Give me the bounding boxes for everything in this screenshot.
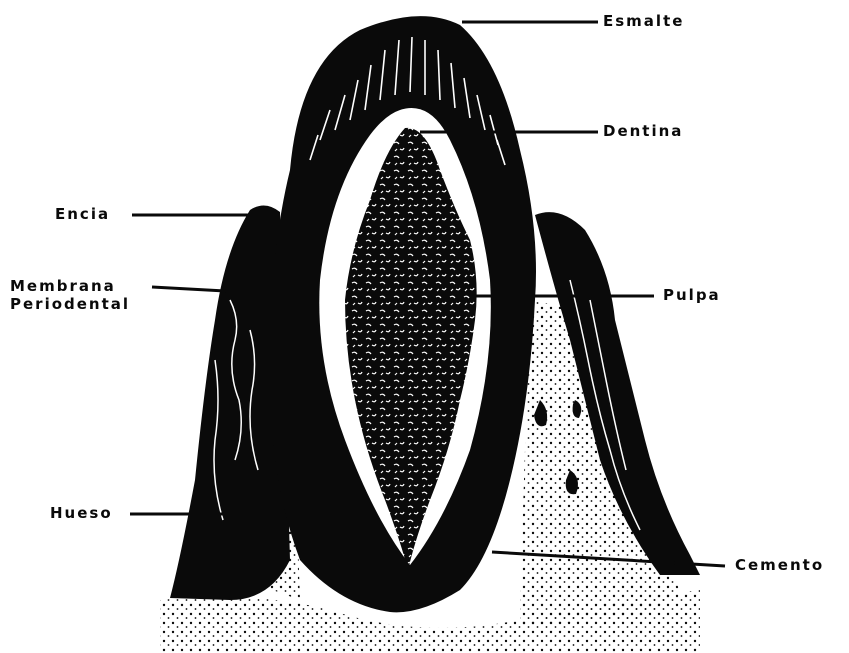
label-periodental: Periodental xyxy=(10,296,130,313)
label-dentina: Dentina xyxy=(603,123,683,140)
label-membrana: Membrana xyxy=(10,278,116,295)
label-encia: Encia xyxy=(55,206,110,223)
label-pulpa: Pulpa xyxy=(663,287,721,304)
label-hueso: Hueso xyxy=(50,505,113,522)
label-esmalte: Esmalte xyxy=(603,13,684,30)
label-cemento: Cemento xyxy=(735,557,824,574)
